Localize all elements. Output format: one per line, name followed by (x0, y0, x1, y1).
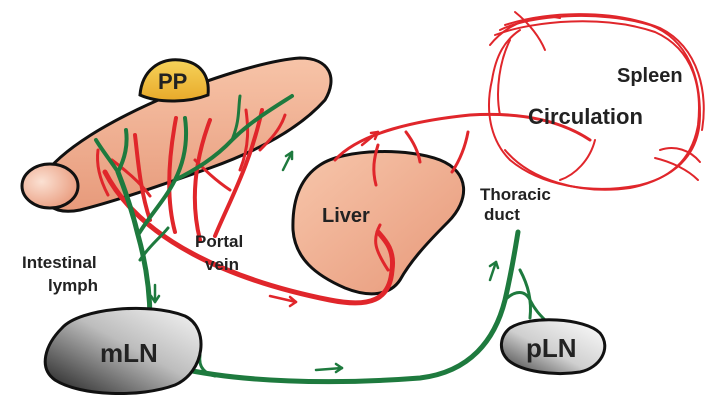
intestine-end (22, 164, 78, 208)
peripheral-lymph-node: pLN (501, 320, 604, 374)
portal-vein-label-line2: vein (205, 255, 239, 274)
mesenteric-lymph-node: mLN (45, 308, 201, 393)
pp-label: PP (158, 69, 187, 94)
intestinal-lymph-label-line1: Intestinal (22, 253, 97, 272)
thoracic-duct-label-line1: Thoracic (480, 185, 551, 204)
pln-label: pLN (526, 333, 577, 363)
circulation-label: Circulation (528, 104, 643, 129)
mln-label: mLN (100, 338, 158, 368)
portal-vein-label-line1: Portal (195, 232, 243, 251)
spleen-label: Spleen (617, 65, 683, 87)
peyers-patch: PP (140, 60, 208, 101)
intestinal-lymph-label-line2: lymph (48, 276, 98, 295)
liver: Liver (293, 152, 464, 294)
liver-label: Liver (322, 205, 370, 227)
circulation-loop (489, 12, 704, 190)
thoracic-duct-label-line2: duct (484, 205, 520, 224)
